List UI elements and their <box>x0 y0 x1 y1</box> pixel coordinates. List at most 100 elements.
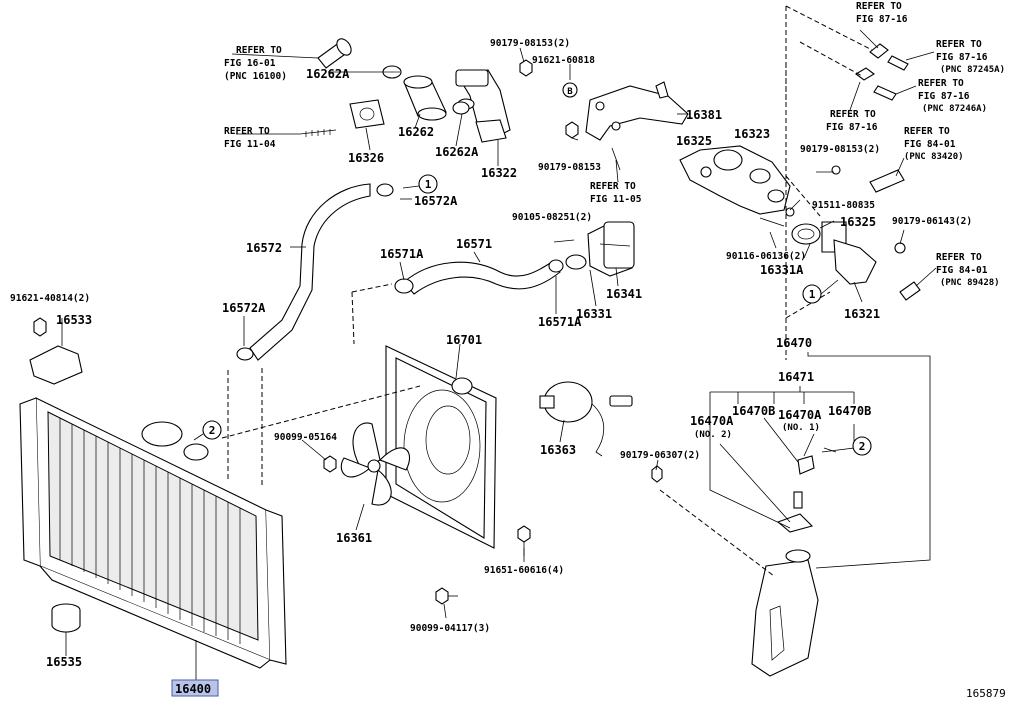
part-label-16262a[interactable]: 16262A <box>435 145 479 159</box>
note-no1: (NO. 1) <box>782 423 820 433</box>
part-label-16341[interactable]: 16341 <box>606 287 642 301</box>
part-label-16363[interactable]: 16363 <box>540 443 576 457</box>
svg-text:REFER TO: REFER TO <box>830 109 876 120</box>
svg-text:FIG 87-16: FIG 87-16 <box>856 14 908 25</box>
refer-to-fig-11-05[interactable]: REFER TO FIG 11-05 <box>590 181 642 205</box>
svg-text:FIG 87-16: FIG 87-16 <box>826 122 878 133</box>
part-label-16381[interactable]: 16381 <box>686 108 722 122</box>
part-label-16571a[interactable]: 16571A <box>380 247 424 261</box>
fastener-label[interactable]: 90099-04117(3) <box>410 623 490 634</box>
callout-symbol: 2 <box>209 424 216 437</box>
part-label-16471[interactable]: 16471 <box>778 370 814 384</box>
refer-to-fig-87-16-pnc-87245a[interactable]: REFER TO FIG 87-16 (PNC 87245A) <box>936 39 1005 75</box>
part-label-16321[interactable]: 16321 <box>844 307 880 321</box>
part-drawings <box>19 38 921 677</box>
part-label-16322[interactable]: 16322 <box>481 166 517 180</box>
refer-to-fig-84-01-pnc-89428[interactable]: REFER TO FIG 84-01 (PNC 89428) <box>936 252 1000 288</box>
part-label-16323[interactable]: 16323 <box>734 127 770 141</box>
svg-text:REFER TO: REFER TO <box>856 1 902 12</box>
svg-text:FIG 87-16: FIG 87-16 <box>936 52 988 63</box>
svg-text:FIG 87-16: FIG 87-16 <box>918 91 970 102</box>
part-label-16701[interactable]: 16701 <box>446 333 482 347</box>
water-inlet-icon <box>553 221 635 277</box>
svg-text:FIG 16-01: FIG 16-01 <box>224 58 276 69</box>
fastener-label[interactable]: 91651-60616(4) <box>484 565 564 576</box>
radiator-hose-icon <box>236 183 394 361</box>
bolt-icon <box>435 465 663 605</box>
part-label-16361[interactable]: 16361 <box>336 531 372 545</box>
refer-to-fig-11-04[interactable]: REFER TO FIG 11-04 <box>224 126 276 150</box>
radiator-cushion-icon <box>51 603 81 633</box>
svg-text:FIG 11-04: FIG 11-04 <box>224 139 276 150</box>
stud-bolt-icon <box>299 129 337 137</box>
fastener-label[interactable]: 90105-08251(2) <box>512 212 592 223</box>
refer-to-fig-87-16[interactable]: REFER TO FIG 87-16 <box>826 109 878 133</box>
refer-to-fig-16-01[interactable]: REFER TO FIG 16-01 (PNC 16100) <box>224 45 287 82</box>
diagram-id: 165879 <box>966 687 1006 700</box>
part-label-16331[interactable]: 16331 <box>576 307 612 321</box>
bracket-icon <box>585 81 689 141</box>
refer-to-fig-87-16[interactable]: REFER TO FIG 87-16 <box>856 1 908 25</box>
svg-text:REFER TO: REFER TO <box>590 181 636 192</box>
svg-text:FIG 84-01: FIG 84-01 <box>904 139 956 150</box>
hose-clamp-icon <box>382 65 402 79</box>
callout-symbol: 1 <box>425 178 432 191</box>
svg-text:REFER TO: REFER TO <box>224 126 270 137</box>
fastener-label[interactable]: 90179-06143(2) <box>892 216 972 227</box>
fastener-label[interactable]: 91621-60818 <box>532 55 595 66</box>
fastener-label[interactable]: 90116-06136(2) <box>726 251 806 262</box>
fastener-label[interactable]: 90179-08153 <box>538 162 601 173</box>
part-label-16535[interactable]: 16535 <box>46 655 82 669</box>
fastener-label[interactable]: 91621-40814(2) <box>10 293 90 304</box>
part-label-16470a-no1[interactable]: 16470A <box>778 408 822 422</box>
callout-symbol: B <box>567 87 573 97</box>
part-label-16533[interactable]: 16533 <box>56 313 92 327</box>
callout-symbol: 2 <box>859 440 866 453</box>
svg-text:REFER TO: REFER TO <box>236 45 282 56</box>
callout-1-right: 1 <box>802 284 822 304</box>
part-label-16325[interactable]: 16325 <box>840 215 876 229</box>
svg-text:FIG 11-05: FIG 11-05 <box>590 194 642 205</box>
svg-text:FIG 84-01: FIG 84-01 <box>936 265 988 276</box>
fastener-label[interactable]: 90179-08153(2) <box>490 38 570 49</box>
part-label-16572a[interactable]: 16572A <box>414 194 458 208</box>
svg-text:(PNC 83420): (PNC 83420) <box>904 152 964 162</box>
fan-shroud-icon <box>385 345 497 549</box>
radiator-support-icon <box>29 317 83 385</box>
part-label-16262a[interactable]: 16262A <box>306 67 350 81</box>
part-label-16572a[interactable]: 16572A <box>222 301 266 315</box>
radiator-hose-icon <box>394 259 564 295</box>
refer-to-fig-87-16-pnc-87246a[interactable]: REFER TO FIG 87-16 (PNC 87246A) <box>918 78 987 114</box>
svg-text:(PNC 16100): (PNC 16100) <box>224 71 287 82</box>
part-label-16325[interactable]: 16325 <box>676 134 712 148</box>
svg-text:REFER TO: REFER TO <box>936 252 982 263</box>
bolt-icon <box>519 59 621 171</box>
callout-symbol: 1 <box>809 288 816 301</box>
part-label-16572[interactable]: 16572 <box>246 241 282 255</box>
part-label-16470[interactable]: 16470 <box>776 336 812 350</box>
fastener-label[interactable]: 90179-08153(2) <box>800 144 880 155</box>
part-label-16470b[interactable]: 16470B <box>828 404 871 418</box>
hose-pipe-icon <box>317 38 352 69</box>
part-label-16331a[interactable]: 16331A <box>760 263 804 277</box>
part-label-16262[interactable]: 16262 <box>398 125 434 139</box>
fastener-label[interactable]: 90099-05164 <box>274 432 337 443</box>
part-label-16400[interactable]: 16400 <box>175 682 211 696</box>
svg-text:REFER TO: REFER TO <box>936 39 982 50</box>
part-label-16470a-no2[interactable]: 16470A <box>690 414 734 428</box>
fastener-label[interactable]: 91511-80835 <box>812 200 875 211</box>
notes: (NO. 2) (NO. 1) <box>694 423 820 440</box>
part-label-highlight <box>171 679 219 697</box>
part-label-16571[interactable]: 16571 <box>456 237 492 251</box>
part-label-16571a[interactable]: 16571A <box>538 315 582 329</box>
refer-to-fig-84-01-pnc-83420[interactable]: REFER TO FIG 84-01 (PNC 83420) <box>904 126 964 162</box>
thermostat-housing-icon <box>679 145 791 215</box>
fan-motor-icon <box>539 381 633 457</box>
thermostat-icon <box>759 165 906 285</box>
svg-text:(PNC 87245A): (PNC 87245A) <box>940 65 1005 75</box>
svg-text:(PNC 89428): (PNC 89428) <box>940 278 1000 288</box>
fastener-label[interactable]: 90179-06307(2) <box>620 450 700 461</box>
part-label-16326[interactable]: 16326 <box>348 151 384 165</box>
dashed-assembly-lines <box>221 5 873 577</box>
part-label-16470b[interactable]: 16470B <box>732 404 775 418</box>
